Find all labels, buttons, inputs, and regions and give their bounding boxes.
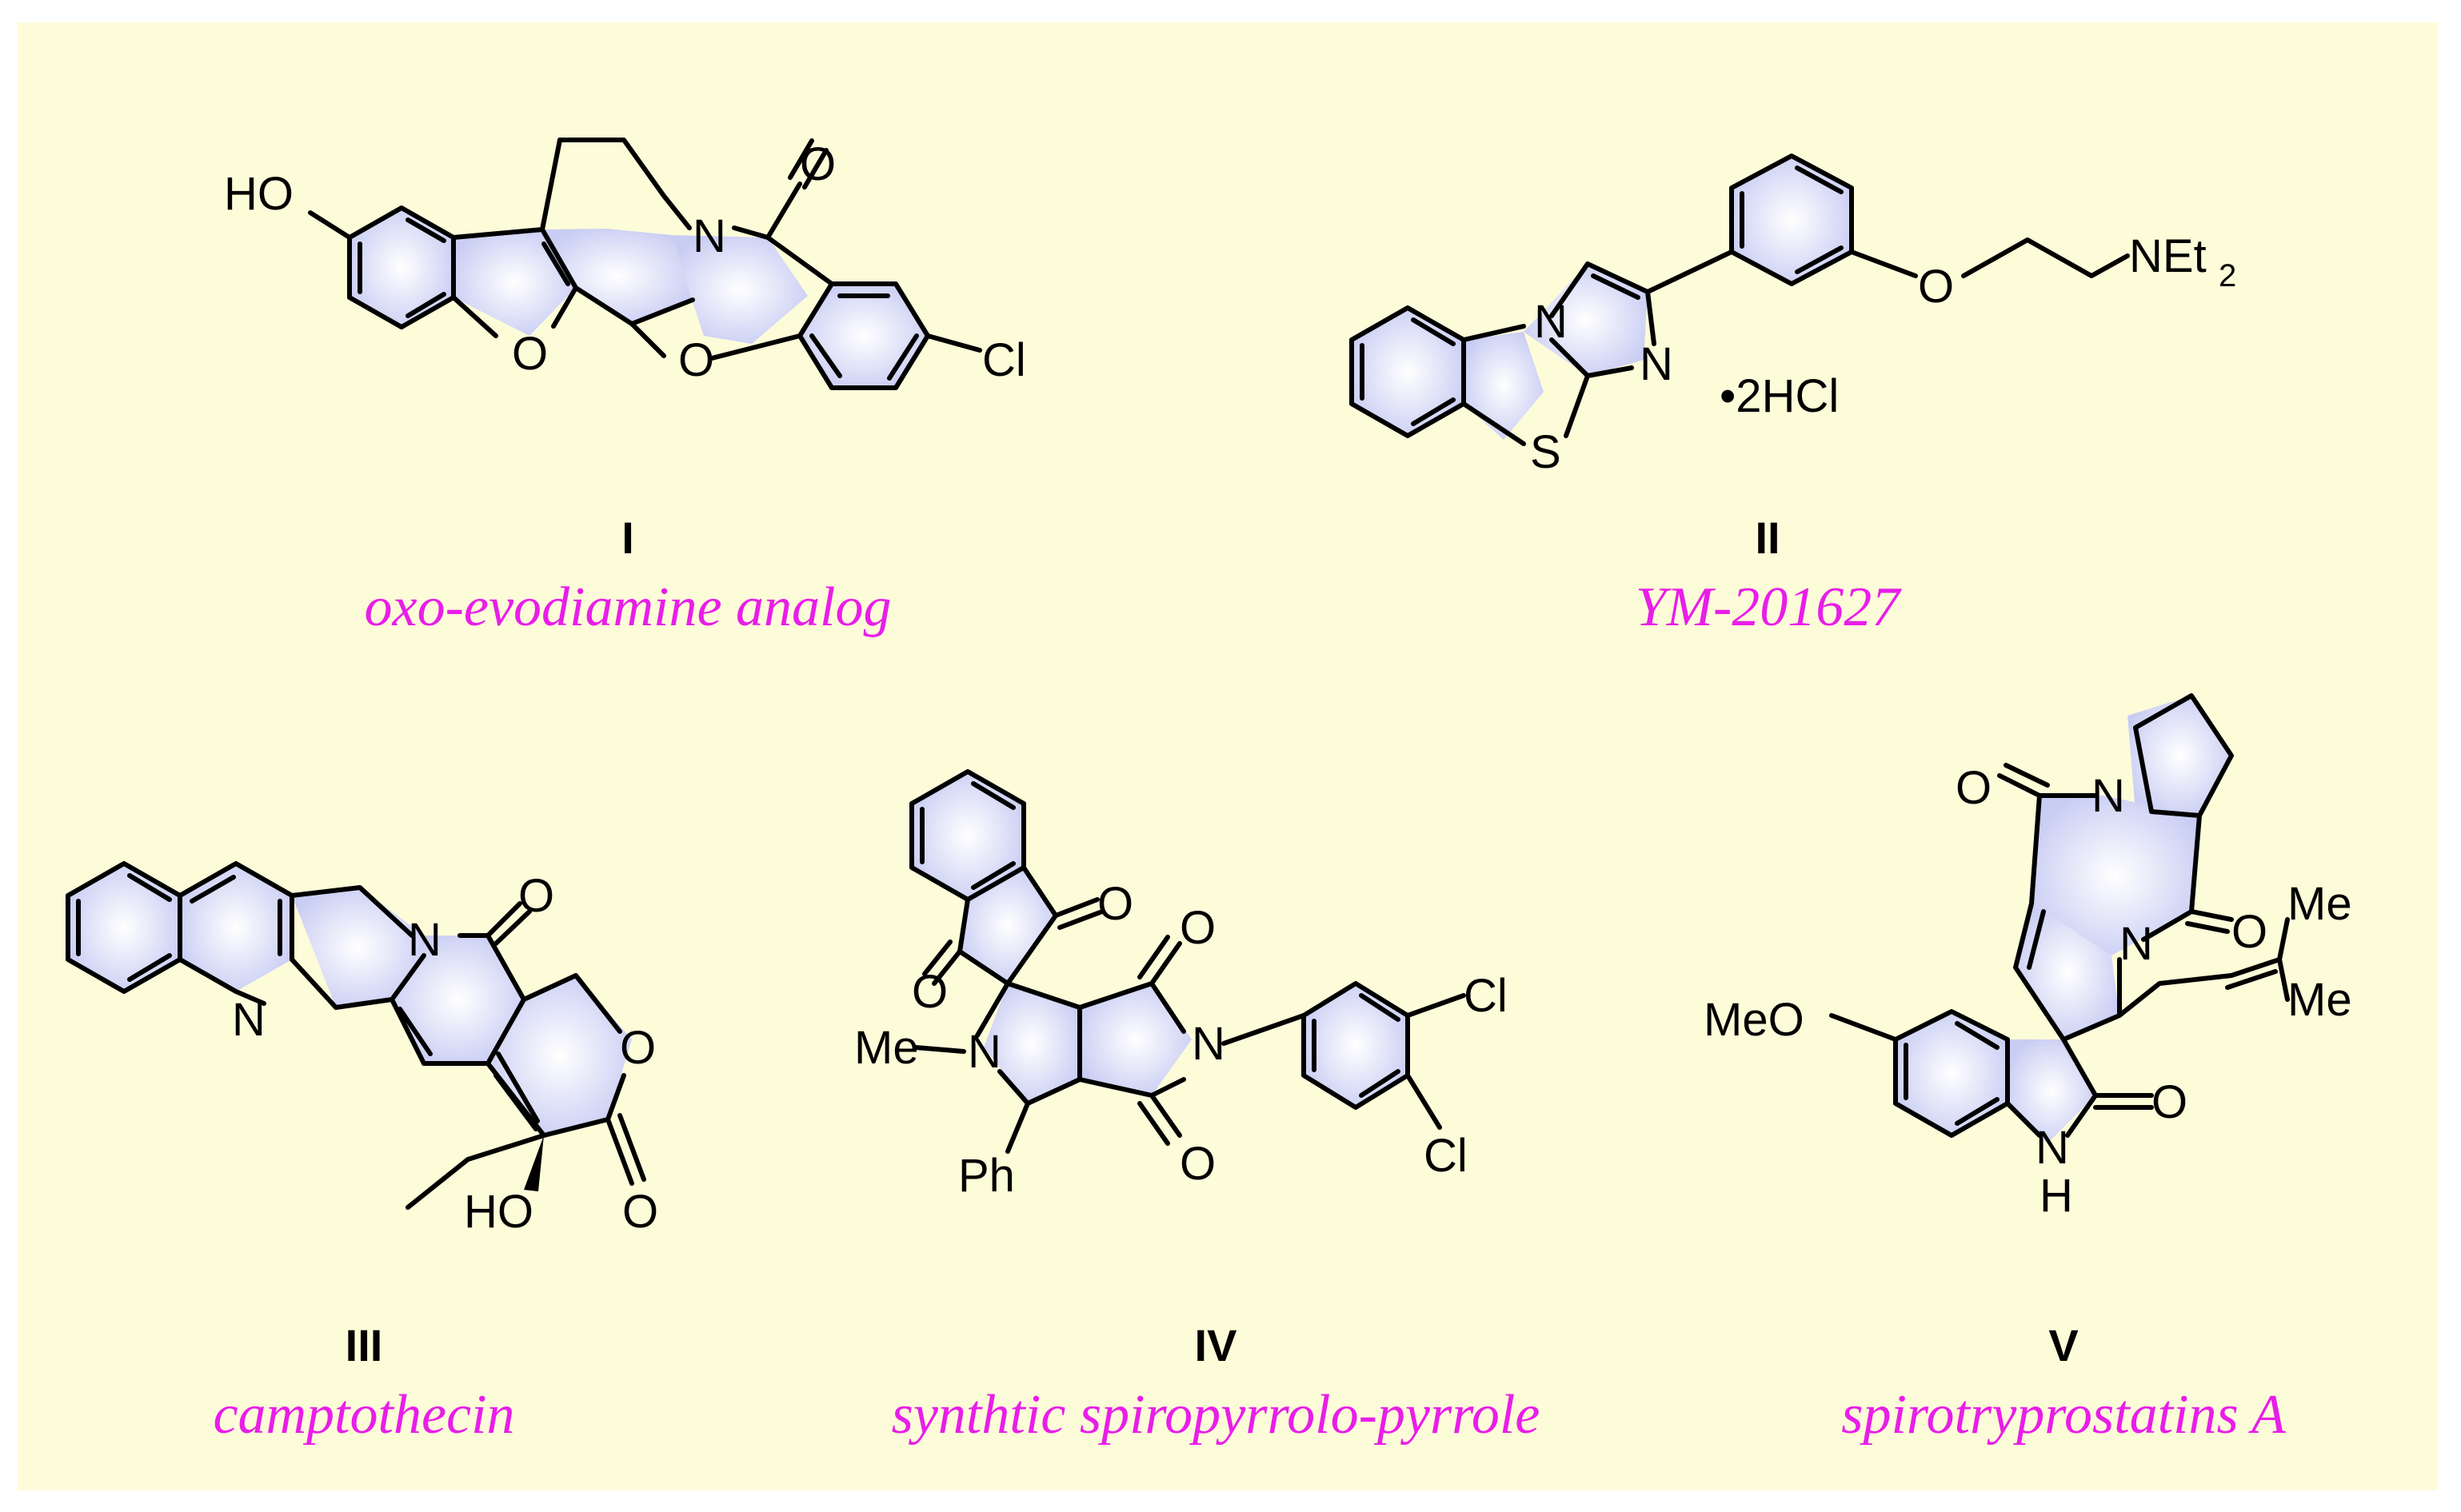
compound-V-n2-label: N xyxy=(2119,918,2153,970)
compound-II-n-bridge-label: N xyxy=(1534,296,1568,348)
compound-I-structure: HO O O N O Cl xyxy=(224,138,1026,390)
compound-I-o-oxazine-label: O xyxy=(678,334,714,386)
compound-I-carbonyl-o-label: O xyxy=(800,138,836,190)
compound-III-structure: N N O O O HO xyxy=(66,861,658,1238)
compound-II-net-label: NEt xyxy=(2129,230,2207,282)
compound-II-salt-label: •2HCl xyxy=(1720,370,1839,422)
compound-V-numeral: V xyxy=(2048,1320,2079,1370)
compound-III-n-lactam-label: N xyxy=(408,914,441,966)
compound-I-o-furan-label: O xyxy=(512,328,548,380)
compound-III-ho-label: HO xyxy=(464,1186,533,1238)
compound-V-o-ox-label: O xyxy=(2151,1076,2187,1128)
compound-IV-numeral: IV xyxy=(1194,1320,1237,1370)
compound-V-structure: N O O N O MeO N H Me Me xyxy=(1704,693,2352,1222)
compound-III-o-lactone-label: O xyxy=(622,1186,658,1238)
compound-II-s-label: S xyxy=(1530,426,1561,478)
compound-IV-ph-label: Ph xyxy=(958,1150,1015,1202)
compound-II-o-label: O xyxy=(1918,261,1954,313)
compound-III-o-ring-label: O xyxy=(620,1022,656,1074)
compound-II-n-imidazole-label: N xyxy=(1640,338,1673,390)
compound-III-n-quinoline-label: N xyxy=(232,994,266,1046)
compound-IV-o-imide2-label: O xyxy=(1180,1138,1216,1190)
compound-V-name: spirotryprostatins A xyxy=(1841,1384,2286,1446)
compound-IV-cl1-label: Cl xyxy=(1464,970,1508,1022)
compound-IV-o-imide1-label: O xyxy=(1180,902,1216,954)
compound-V-nh-h-label: H xyxy=(2040,1170,2073,1222)
compound-V-o1-label: O xyxy=(1956,762,1992,814)
compound-IV-n-pyrrolidine-label: N xyxy=(968,1026,1001,1078)
compound-V-meo-label: MeO xyxy=(1704,994,1804,1046)
compound-II-net-subscript: 2 xyxy=(2219,258,2236,293)
compound-IV-cl2-label: Cl xyxy=(1424,1130,1468,1182)
compound-I-name: oxo-evodiamine analog xyxy=(364,576,892,638)
compound-I-cl-label: Cl xyxy=(982,334,1026,386)
compound-II-numeral: II xyxy=(1755,513,1780,563)
compound-IV-name: synthtic spiropyrrolo-pyrrole xyxy=(891,1384,1540,1446)
compound-III-o-lactam-label: O xyxy=(518,870,554,922)
compound-III-name: camptothecin xyxy=(213,1384,515,1446)
compound-IV-o-ind1-label: O xyxy=(1097,878,1133,930)
compound-III-numeral: III xyxy=(345,1320,383,1370)
compound-IV-me-label: Me xyxy=(854,1022,919,1074)
compound-V-me2-label: Me xyxy=(2287,974,2352,1026)
compound-V-o2-label: O xyxy=(2231,906,2267,958)
compound-IV-structure: Me N Ph O O O O N Cl Cl xyxy=(854,769,1508,1202)
compound-II-structure: N N S O NEt 2 •2HCl xyxy=(1349,154,2236,478)
compound-IV-n-imide-label: N xyxy=(1192,1018,1225,1070)
compound-V-nh-n-label: N xyxy=(2036,1122,2069,1174)
compound-V-me1-label: Me xyxy=(2287,878,2352,930)
compound-V-n-pro-label: N xyxy=(2091,770,2125,822)
compound-I-numeral: I xyxy=(621,513,634,563)
compound-I-n-label: N xyxy=(693,210,726,262)
compound-I-ho-label: HO xyxy=(224,168,294,220)
compound-IV-o-ind2-label: O xyxy=(912,966,948,1018)
compound-II-name: YM-201627 xyxy=(1635,576,1900,638)
